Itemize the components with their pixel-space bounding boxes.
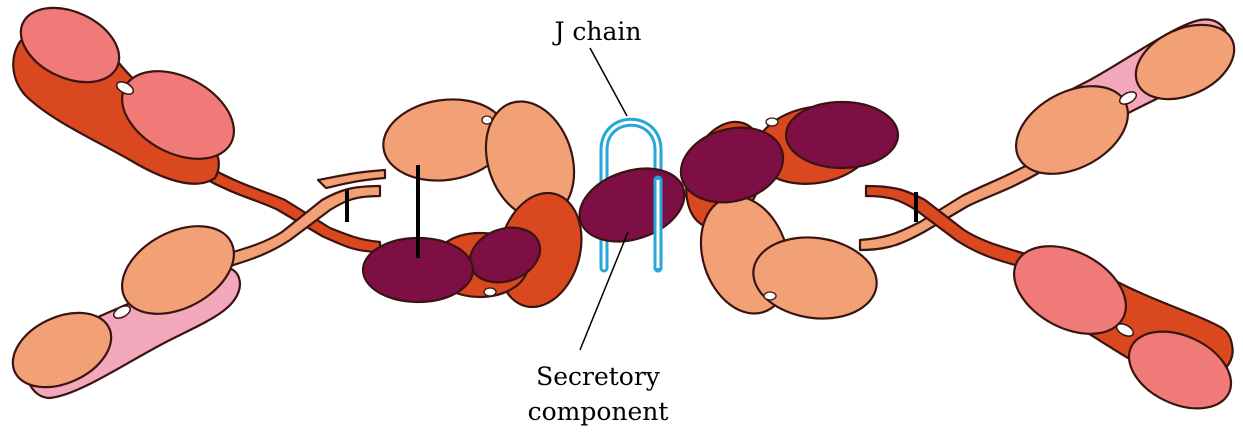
right-lower-fab-arm <box>999 228 1243 423</box>
j-chain-label: J chain <box>551 17 641 46</box>
left-lower-fab-arm <box>1 208 249 402</box>
right-secretory-domain-2 <box>786 102 898 168</box>
left-fc-top-waist <box>482 116 492 124</box>
secretory-component-label-line1: Secretory <box>536 362 661 391</box>
right-iga-monomer <box>672 10 1243 424</box>
left-fc-region <box>363 90 594 316</box>
left-iga-monomer <box>1 0 594 402</box>
right-fc-region <box>672 97 898 326</box>
left-fc-waist <box>484 288 496 296</box>
secretory-component-label-line2: component <box>528 397 669 426</box>
left-upper-fab-arm <box>9 0 249 184</box>
right-upper-fab-arm <box>1001 10 1243 192</box>
j-chain-leader-line <box>590 48 627 116</box>
right-fc-waist-top <box>766 118 778 126</box>
right-fc-waist-bottom <box>764 292 776 300</box>
secretory-component-center-domain <box>570 156 694 254</box>
